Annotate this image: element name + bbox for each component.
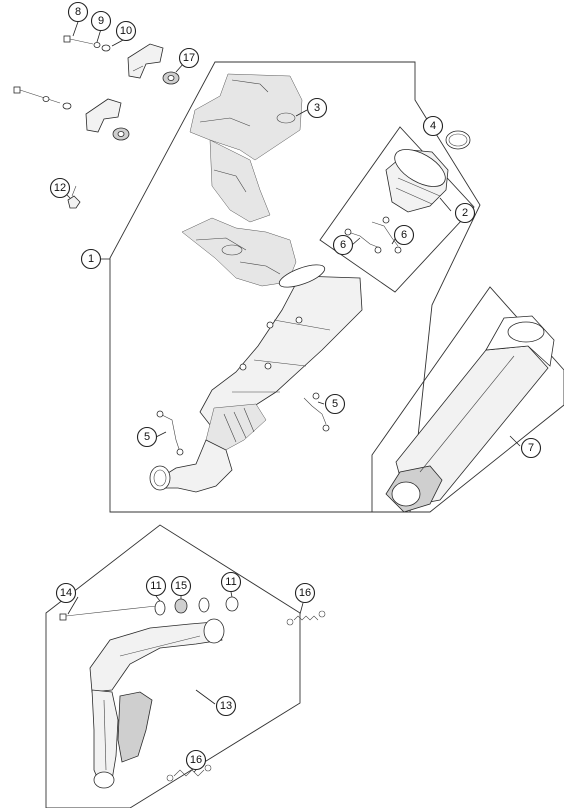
silencer-inlet-pipe bbox=[149, 439, 233, 493]
callout-4: 4 bbox=[422, 115, 444, 137]
callout-16-upper-label: 16 bbox=[299, 587, 311, 599]
callout-6-left-label: 6 bbox=[340, 239, 346, 251]
callout-16-lower: 16 bbox=[185, 749, 207, 771]
washer-upper bbox=[93, 42, 101, 48]
callout-2-label: 2 bbox=[462, 207, 468, 219]
end-cap-group-frame bbox=[319, 126, 475, 293]
callout-7: 7 bbox=[520, 437, 542, 459]
callout-5-left: 5 bbox=[136, 426, 158, 448]
callout-11-right: 11 bbox=[220, 571, 242, 593]
callout-5-left-label: 5 bbox=[144, 431, 150, 443]
callout-10: 10 bbox=[115, 20, 137, 42]
callout-14: 14 bbox=[55, 582, 77, 604]
callout-6-left: 6 bbox=[332, 234, 354, 256]
callout-6-right-label: 6 bbox=[401, 229, 407, 241]
mounting-bolt-upper bbox=[63, 35, 94, 45]
spring-upper-part-16 bbox=[286, 610, 326, 626]
callout-9: 9 bbox=[90, 10, 112, 32]
callout-6-right: 6 bbox=[393, 224, 415, 246]
callout-17-label: 17 bbox=[183, 52, 195, 64]
callout-2: 2 bbox=[454, 202, 476, 224]
silencer-body bbox=[199, 264, 363, 453]
header-stud-part-14 bbox=[59, 605, 157, 621]
callout-16-upper: 16 bbox=[294, 582, 316, 604]
callout-5-right-label: 5 bbox=[332, 398, 338, 410]
callout-10-label: 10 bbox=[120, 25, 132, 37]
callout-8-label: 8 bbox=[75, 6, 81, 18]
seal-ring-part-4 bbox=[445, 130, 471, 150]
callout-15-label: 15 bbox=[175, 580, 187, 592]
callout-15: 15 bbox=[170, 575, 192, 597]
callout-17: 17 bbox=[178, 47, 200, 69]
header-pipe-group-frame bbox=[45, 524, 301, 808]
header-washers-nuts bbox=[154, 596, 239, 616]
end-cap-part-2 bbox=[385, 149, 449, 213]
spacer-lower bbox=[62, 102, 72, 110]
callout-16-lower-label: 16 bbox=[190, 754, 202, 766]
header-pipe-part-13 bbox=[89, 618, 225, 789]
callout-13-label: 13 bbox=[220, 700, 232, 712]
callout-14-label: 14 bbox=[60, 587, 72, 599]
callout-9-label: 9 bbox=[98, 15, 104, 27]
spacer-upper bbox=[101, 44, 111, 52]
callout-5-right: 5 bbox=[324, 393, 346, 415]
holder-bracket-upper bbox=[127, 43, 164, 79]
callout-1-label: 1 bbox=[88, 253, 94, 265]
washer-lower bbox=[42, 96, 50, 102]
mounting-bolt-lower bbox=[13, 86, 61, 104]
callout-1: 1 bbox=[80, 248, 102, 270]
callout-8: 8 bbox=[67, 1, 89, 23]
callout-12: 12 bbox=[49, 177, 71, 199]
spring-lower-part-16 bbox=[166, 764, 212, 782]
silencer-sleeve-frame bbox=[371, 286, 564, 513]
callout-11-left: 11 bbox=[145, 575, 167, 597]
end-cap-springs bbox=[344, 216, 402, 254]
silencer-clamps bbox=[156, 392, 330, 456]
callout-13: 13 bbox=[215, 695, 237, 717]
hex-bolt-part-12 bbox=[67, 185, 81, 209]
rubber-bushing-lower bbox=[112, 127, 130, 141]
callout-3-label: 3 bbox=[314, 102, 320, 114]
heat-protector-part-3 bbox=[181, 73, 303, 287]
callout-3: 3 bbox=[306, 97, 328, 119]
callout-11-left-label: 11 bbox=[150, 580, 161, 592]
callout-4-label: 4 bbox=[430, 120, 436, 132]
callout-11-right-label: 11 bbox=[225, 576, 236, 588]
rubber-bushing-upper bbox=[162, 71, 180, 85]
holder-bracket-lower bbox=[85, 98, 122, 133]
callout-12-label: 12 bbox=[54, 182, 66, 194]
silencer-sleeve-part-7 bbox=[385, 315, 555, 513]
callout-7-label: 7 bbox=[528, 442, 534, 454]
silencer-assembly-frame bbox=[109, 61, 481, 513]
